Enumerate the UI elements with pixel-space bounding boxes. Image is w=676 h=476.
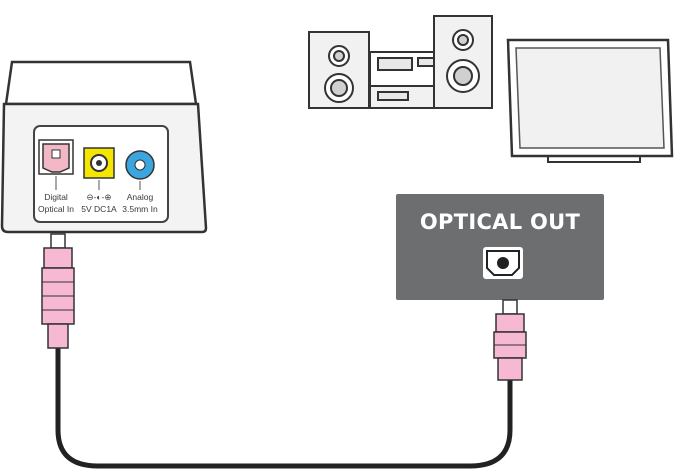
port-analog-in[interactable]	[125, 150, 155, 180]
cable-wire	[55, 343, 513, 469]
optical-out-label: OPTICAL OUT	[420, 210, 581, 234]
port-label-dc-line1: ⊖-◐-⊕	[86, 192, 111, 202]
television-icon	[506, 38, 674, 163]
port-label-dc-line2: 5V DC1A	[81, 204, 117, 214]
cable-connector-left	[41, 233, 75, 349]
port-leader-lines	[55, 176, 141, 190]
port-label-optical-line2: Optical In	[38, 204, 74, 214]
optical-out-port[interactable]	[483, 247, 523, 279]
optical-out-panel: OPTICAL OUT	[396, 194, 604, 300]
port-dc-power[interactable]	[83, 147, 115, 179]
stereo-system-icon	[308, 15, 493, 109]
port-label-analog-line1: Analog	[127, 192, 154, 202]
port-label-analog-line2: 3.5mm In	[122, 204, 158, 214]
port-optical-in[interactable]	[38, 139, 74, 175]
cable-connector-right	[493, 299, 527, 381]
port-label-optical-line1: Digital	[44, 192, 68, 202]
